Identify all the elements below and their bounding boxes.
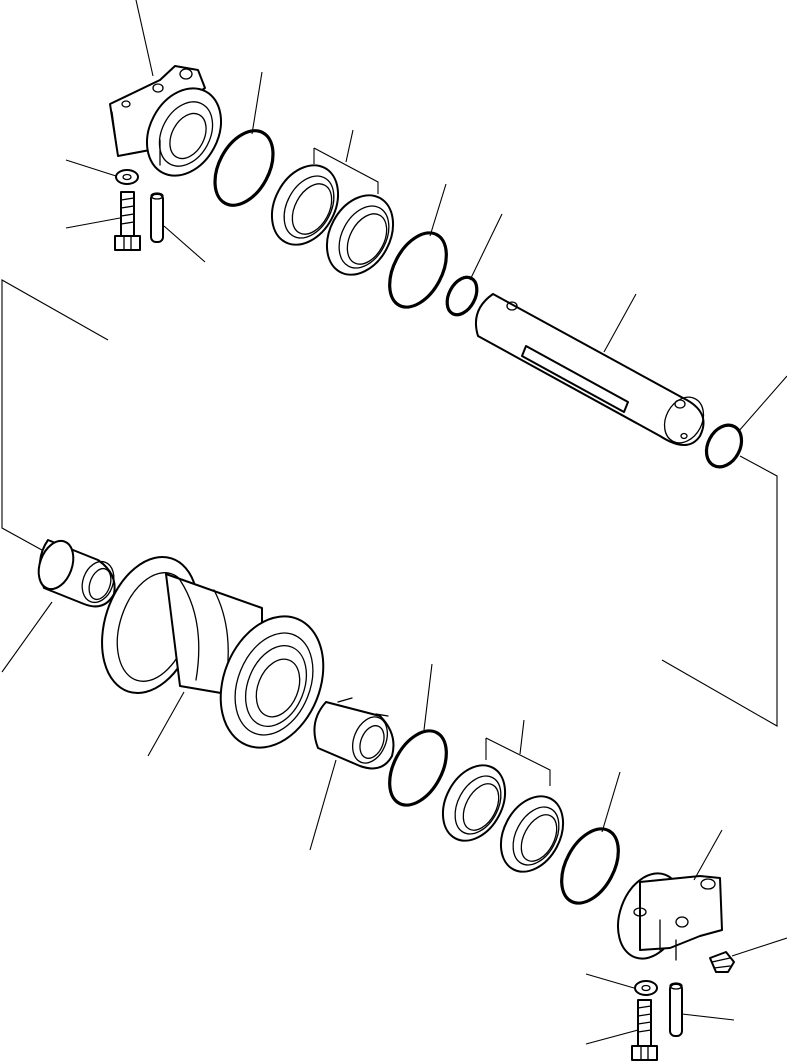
lower-collar-bracket — [617, 872, 723, 961]
track-roller — [101, 555, 325, 749]
grease-plug — [709, 951, 735, 973]
floating-seal-lower-b — [499, 795, 565, 873]
lower-dowel-pin — [669, 982, 683, 1037]
leader-line — [135, 0, 154, 77]
leader-line — [429, 183, 447, 237]
lower-washer — [634, 980, 658, 996]
upper-washer — [115, 169, 139, 185]
leader-bracket — [313, 129, 379, 194]
o-ring-right — [704, 423, 744, 469]
o-ring-lower-2 — [560, 827, 620, 905]
floating-seal-upper-b — [325, 194, 395, 276]
upper-collar-bracket — [109, 65, 222, 177]
floating-seal-upper-a — [270, 164, 340, 246]
lower-bolt — [631, 999, 658, 1061]
leader-bracket — [485, 719, 551, 786]
leader-line — [681, 1013, 735, 1021]
leader-line — [163, 225, 206, 263]
leader-line — [469, 213, 503, 281]
leader-line — [251, 71, 263, 135]
leader-line — [1, 601, 53, 673]
upper-bolt — [114, 191, 141, 251]
leader-line — [65, 217, 121, 229]
leader-line — [737, 375, 787, 433]
leader-line — [603, 293, 637, 353]
leader-line — [693, 829, 723, 881]
leader-line — [731, 937, 787, 957]
o-ring-upper-1 — [213, 129, 275, 207]
leader-line — [585, 1029, 639, 1045]
bushing-center — [313, 697, 395, 770]
o-ring-lower-1 — [388, 729, 448, 807]
shaft — [474, 293, 705, 446]
leader-line — [585, 973, 635, 989]
leader-line — [147, 691, 185, 757]
frame-left — [1, 279, 109, 561]
leader-line — [65, 159, 117, 177]
small-o-ring — [445, 275, 479, 317]
bushing-left — [37, 539, 116, 608]
upper-dowel-pin — [150, 192, 164, 243]
leader-line — [423, 663, 433, 731]
floating-seal-lower-a — [441, 764, 507, 842]
leader-line — [309, 759, 337, 851]
o-ring-upper-2 — [388, 231, 448, 309]
leader-line — [601, 771, 621, 833]
frame-right — [661, 455, 778, 727]
